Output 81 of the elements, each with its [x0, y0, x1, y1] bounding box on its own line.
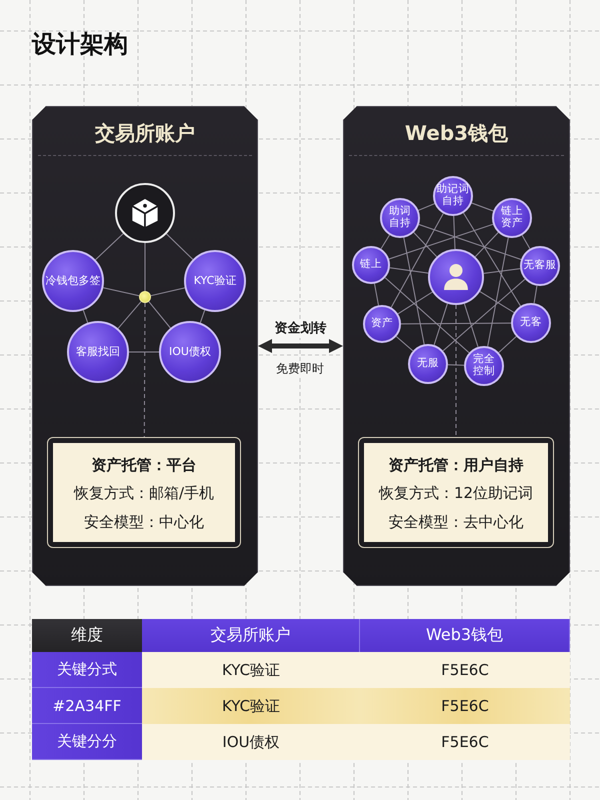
connector-line	[471, 202, 494, 212]
icon-circle	[428, 249, 484, 305]
connector-line	[148, 301, 171, 328]
connector-line	[374, 283, 379, 306]
row-header-cell: #2A34FF	[32, 688, 142, 724]
table-cell: F5E6C	[360, 724, 570, 760]
feature-circle: 链上	[352, 246, 390, 284]
connector-line	[396, 336, 414, 352]
table-cell: F5E6C	[360, 688, 570, 724]
feature-circle: IOU债权	[159, 321, 221, 383]
row-header-cell: 关键分式	[32, 652, 142, 688]
feature-circle: 链上资产	[492, 198, 532, 238]
connector-line	[474, 232, 499, 258]
info-line: 恢复方式：邮箱/手机	[74, 484, 214, 502]
feature-circle: 助记词自持	[433, 176, 473, 216]
connector-line	[82, 310, 88, 324]
connector-line	[448, 364, 464, 366]
info-line: 安全模型：去中心化	[388, 512, 524, 531]
connector-line	[388, 224, 494, 260]
connector-line	[418, 224, 522, 260]
connector-line	[384, 277, 470, 354]
feature-circle: 无客服	[520, 246, 560, 286]
connector-line	[144, 242, 146, 292]
feature-circle: 完全控制	[464, 346, 504, 386]
header-cell: Web3钱包	[360, 619, 570, 652]
connector-line	[400, 322, 512, 324]
header-cell: 维度	[32, 619, 142, 652]
connector-line	[102, 287, 140, 296]
connector-line	[442, 278, 526, 352]
connector-line	[200, 310, 206, 324]
connector-line	[479, 291, 514, 313]
arrow-note: 免费即时	[274, 362, 326, 376]
connector-line	[118, 301, 142, 329]
feature-circle: 客服找回	[67, 321, 129, 383]
panel-heading: 交易所账户	[95, 122, 195, 144]
connector-line	[413, 232, 438, 258]
info-box	[47, 437, 241, 548]
connector-line	[166, 233, 194, 260]
connector-line	[403, 237, 425, 345]
page-title: 设计架构	[32, 29, 128, 59]
dot-icon	[139, 291, 151, 303]
connector-line	[389, 267, 429, 274]
connector-line	[522, 234, 530, 250]
connector-line	[144, 302, 146, 438]
info-line: 安全模型：中心化	[84, 512, 204, 531]
feature-circle: 无客	[511, 303, 551, 343]
connector-line	[453, 216, 456, 250]
connector-line	[483, 268, 521, 274]
panel-card	[343, 106, 570, 586]
connector-line	[418, 203, 435, 211]
connector-line	[150, 287, 186, 296]
info-line: 资产托管：用户自持	[388, 456, 524, 474]
connector-line	[390, 213, 444, 308]
table-cell: IOU债权	[142, 724, 360, 760]
table-cell: KYC验证	[142, 688, 360, 724]
connector-line	[498, 336, 517, 353]
table-cell: F5E6C	[360, 652, 570, 688]
feature-circle: 冷钱包多签	[42, 250, 104, 312]
feature-circle: 无服	[408, 344, 448, 384]
info-line: 恢复方式：12位助记词	[378, 484, 534, 502]
connector-line	[534, 285, 538, 304]
connector-line	[463, 212, 521, 306]
connector-line	[464, 303, 478, 348]
panel-card	[32, 106, 258, 586]
header-cell: 交易所账户	[142, 619, 360, 652]
edge-label: 资金划转	[272, 320, 330, 338]
feature-circle: 助词自持	[380, 198, 420, 238]
feature-circle: 资产	[363, 305, 401, 343]
double-arrow	[258, 339, 343, 353]
feature-circle: KYC验证	[184, 250, 246, 312]
connector-line	[487, 237, 509, 347]
connector-line	[434, 303, 448, 346]
table-cell: KYC验证	[142, 652, 360, 688]
info-box	[358, 437, 554, 548]
connector-line	[95, 233, 124, 260]
connector-line	[398, 292, 433, 314]
info-line: 资产托管：平台	[92, 456, 196, 474]
connector-line	[380, 234, 390, 250]
row-header-cell: 关键分分	[32, 724, 142, 760]
panel-heading: Web3钱包	[404, 122, 508, 144]
icon-circle	[115, 183, 175, 243]
